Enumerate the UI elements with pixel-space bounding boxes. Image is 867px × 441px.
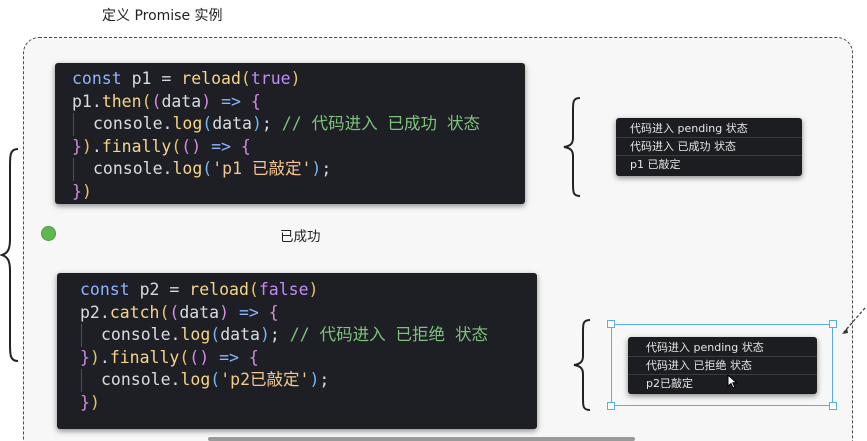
code-line: console.log('p2已敲定'); [80,369,537,392]
console-line: 代码进入 pending 状态 [616,120,802,138]
resize-handle-bottom-left[interactable] [607,402,615,410]
console-output-p2[interactable]: 代码进入 pending 状态 代码进入 已拒绝 状态 p2已敲定 [628,337,817,394]
code-line: console.log('p1 已敲定'); [72,158,525,181]
code-line: console.log(data); // 代码进入 已拒绝 状态 [80,324,537,347]
console-output-p1: 代码进入 pending 状态 代码进入 已成功 状态 p1 已敲定 [616,118,802,176]
right-brace-1 [563,97,581,197]
right-brace-2 [573,319,591,411]
console-line: 代码进入 已拒绝 状态 [628,357,817,375]
code-line: }).finally(() => { [80,347,259,367]
status-label: 已成功 [280,229,321,245]
page-title: 定义 Promise 实例 [102,8,223,24]
left-brace [0,148,19,362]
code-line: }).finally(() => { [72,136,251,156]
selection-frame[interactable] [607,320,837,410]
code-line: p1.then((data) => { [72,91,261,111]
connector-line [842,307,866,334]
horizontal-scrollbar[interactable] [208,437,635,441]
resize-handle-top-left[interactable] [607,320,615,328]
resize-handle-bottom-right[interactable] [829,402,837,410]
status-dot-icon [41,226,56,241]
console-line: p1 已敲定 [630,158,681,171]
code-line: const p2 = reload(false) [80,280,319,299]
code-line: console.log(data); // 代码进入 已成功 状态 [72,113,525,136]
console-line: 代码进入 已成功 状态 [616,138,802,156]
code-line: p2.catch((data) => { [80,302,279,322]
console-line: p2已敲定 [646,377,693,390]
code-block-p1: const p1 = reload(true) p1.then((data) =… [55,63,525,204]
code-block-p2: const p2 = reload(false) p2.catch((data)… [57,273,537,429]
code-line: }) [80,392,100,412]
resize-handle-top-right[interactable] [829,320,837,328]
console-line: 代码进入 pending 状态 [628,339,817,357]
code-line: const p1 = reload(true) [72,69,301,88]
mouse-cursor-icon [727,374,738,389]
code-line: }) [72,181,92,201]
